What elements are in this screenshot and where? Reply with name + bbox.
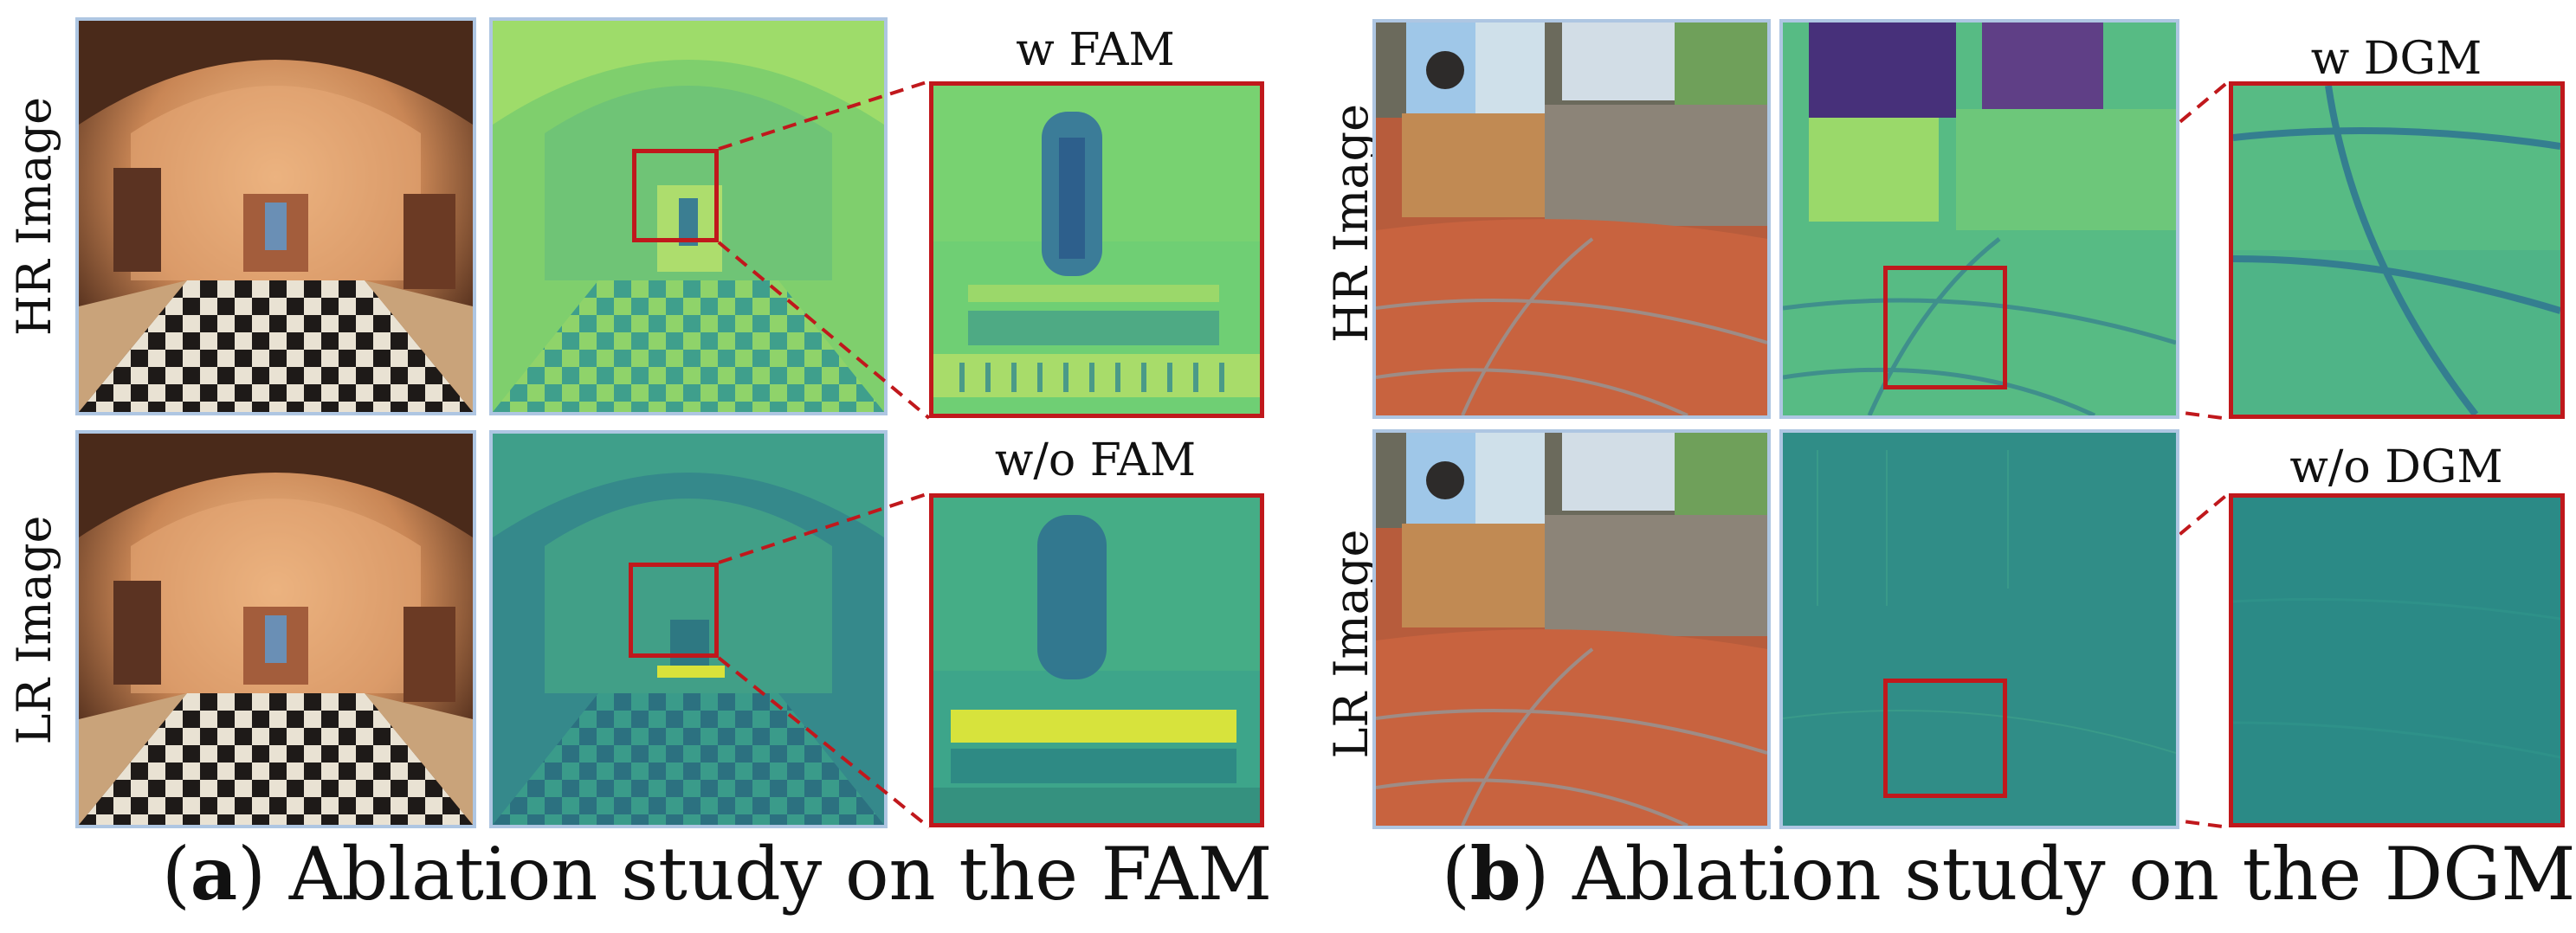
caption-a: (a) Ablation study on the FAM <box>162 831 1273 917</box>
zoom-label-wo-dgm: w/o DGM <box>2289 441 2503 493</box>
zoom-label-w-fam: w FAM <box>1016 24 1175 76</box>
caption-a-text: Ablation study on the FAM <box>288 832 1273 917</box>
zoom-crop-wo-dgm <box>2229 493 2565 827</box>
zoom-label-w-dgm: w DGM <box>2310 33 2482 85</box>
room-feature-map-lr <box>1779 429 2179 829</box>
caption-a-letter: a <box>190 831 238 917</box>
zoom-crop-w-dgm <box>2229 81 2565 419</box>
zoom-crop-wo-fam <box>929 493 1264 827</box>
room-photo-hr <box>1372 19 1771 419</box>
church-lr-roi-box <box>629 563 719 658</box>
zoom-label-wo-fam: w/o FAM <box>994 434 1197 486</box>
caption-b-text: Ablation study on the DGM <box>1572 832 2576 917</box>
room-photo-lr <box>1372 429 1771 829</box>
caption-b-letter: b <box>1469 831 1521 917</box>
church-hr-roi-box <box>632 149 719 242</box>
zoom-crop-w-fam <box>929 81 1264 418</box>
caption-b: (b) Ablation study on the DGM <box>1442 831 2576 917</box>
church-photo-lr <box>75 430 476 828</box>
church-photo-hr <box>75 17 476 415</box>
church-feature-map-hr <box>489 17 888 415</box>
room-lr-roi-box <box>1883 679 2007 798</box>
room-hr-roi-box <box>1883 266 2007 389</box>
church-feature-map-lr <box>489 430 888 828</box>
room-feature-map-hr <box>1779 19 2179 419</box>
